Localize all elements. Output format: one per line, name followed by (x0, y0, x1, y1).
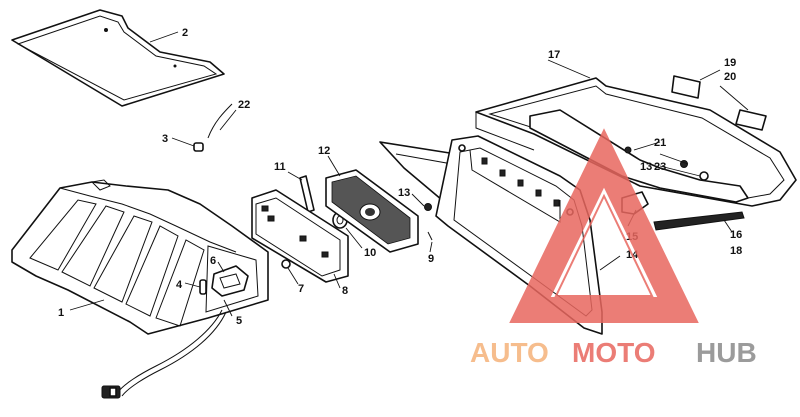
part-21-screw (624, 146, 632, 154)
part-20-reflector (735, 109, 767, 131)
callout-12: 12 (318, 145, 330, 157)
callout-6: 6 (210, 255, 216, 267)
callout-17: 17 (548, 49, 560, 61)
watermark-hub: HUB (696, 337, 757, 368)
callout-7: 7 (298, 283, 304, 295)
part-19-reflector (671, 75, 701, 99)
callout-1: 1 (58, 307, 64, 319)
callout-11: 11 (274, 161, 286, 173)
watermark-moto: MOTO (572, 337, 655, 368)
part-4-screw (199, 279, 207, 295)
part-23-washer (699, 171, 709, 181)
part-8-light-base (251, 189, 349, 283)
callout-5: 5 (236, 315, 242, 327)
part-22-wire (207, 103, 233, 139)
part-9-pin (427, 231, 433, 241)
callout-23: 23 (654, 161, 666, 173)
callout-22: 22 (238, 99, 250, 111)
callout-19: 19 (724, 57, 736, 69)
part-2-cover-panel (11, 9, 225, 107)
callout-10: 10 (364, 247, 376, 259)
automotohub-watermark: AUTO MOTO HUB (470, 128, 757, 368)
part-6-switch (211, 265, 249, 297)
part-1-housing (11, 179, 269, 335)
part-13-nut-left (424, 203, 432, 211)
part-11-bracket (299, 175, 315, 213)
callout-13-right: 13 (640, 161, 652, 173)
callout-8: 8 (342, 285, 348, 297)
callout-13-left: 13 (398, 187, 410, 199)
callout-2: 2 (182, 27, 188, 39)
callout-16: 16 (730, 229, 742, 241)
part-3-clip (193, 142, 204, 152)
callout-9: 9 (428, 253, 434, 265)
callout-21: 21 (654, 137, 666, 149)
callout-4: 4 (176, 279, 183, 291)
callout-18: 18 (730, 245, 742, 257)
part-16-strip (653, 211, 745, 231)
watermark-auto: AUTO (470, 337, 549, 368)
leader-lines (69, 31, 749, 317)
part-12-tail-lens (325, 169, 419, 253)
callout-20: 20 (724, 71, 736, 83)
part-7-socket (281, 259, 291, 269)
callout-3: 3 (162, 133, 168, 145)
